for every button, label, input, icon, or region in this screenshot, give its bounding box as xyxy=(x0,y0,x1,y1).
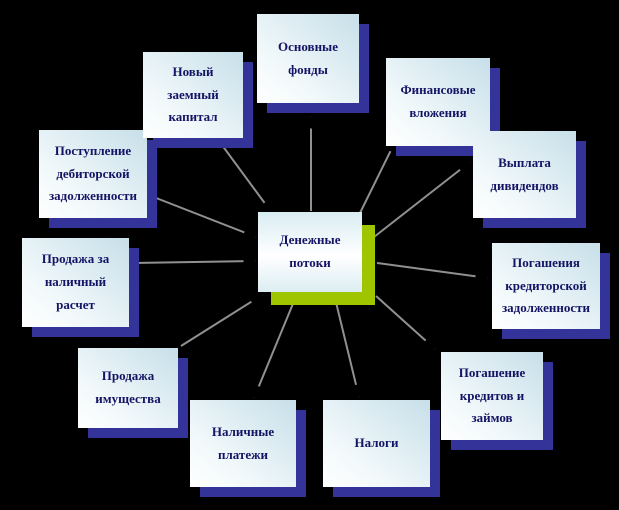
arrow-postuplenie-debitorskoy-to-center xyxy=(150,195,258,239)
arrow-center-to-pogashenie-kreditov xyxy=(375,295,437,350)
node-prodazha-za-nalichnyy-raschet: Продажа за наличный расчет xyxy=(22,238,129,327)
node-label: Денежные потоки xyxy=(279,232,341,270)
arrow-center-to-pogasheniya-kreditorskoy xyxy=(376,262,490,284)
node-label: Основные фонды xyxy=(278,38,338,77)
arrow-center-to-finansovye-vlozheniya xyxy=(359,138,397,214)
arrow-prodazha-za-nalichnyy-to-center xyxy=(132,254,258,269)
arrow-center-to-nalogi xyxy=(333,293,363,399)
node-label: Поступление дебиторской задолженности xyxy=(48,142,138,204)
node-prodazha-imushchestva: Продажа имущества xyxy=(78,348,178,428)
node-label: Наличные платежи xyxy=(211,423,275,462)
node-pogasheniya-kreditorskoy-zadolzhennosti: Погашения кредиторской задолженности xyxy=(492,243,600,329)
node-vyplata-dividendov: Выплата дивидендов xyxy=(473,131,576,218)
arrow-center-to-nalichnye-platezhi xyxy=(252,293,298,400)
node-denezhnye-potoki: Денежные потоки xyxy=(258,212,362,292)
node-label: Финансовые вложения xyxy=(400,82,476,120)
node-osnovnye-fondy: Основные фонды xyxy=(257,14,359,103)
node-postuplenie-debitorskoy-zadolzhennosti: Поступление дебиторской задолженности xyxy=(39,130,147,218)
node-label: Новый заемный капитал xyxy=(167,63,219,125)
node-finansovye-vlozheniya: Финансовые вложения xyxy=(386,58,490,146)
arrow-center-to-vyplata-dividendov xyxy=(364,161,472,245)
node-pogashenie-kreditov-i-zaymov: Погашение кредитов и займов xyxy=(441,352,543,440)
arrow-prodazha-imushchestva-to-center xyxy=(180,294,264,347)
node-label: Погашение кредитов и займов xyxy=(458,364,526,426)
node-novyy-zaemnyy-kapital: Новый заемный капитал xyxy=(143,52,243,138)
node-nalogi: Налоги xyxy=(323,400,430,487)
node-nalichnye-platezhi: Наличные платежи xyxy=(190,400,296,487)
node-label: Продажа имущества xyxy=(95,368,161,406)
node-label: Продажа за наличный расчет xyxy=(41,251,110,312)
arrow-novyy-zaemnyy-kapital-to-center xyxy=(218,140,273,215)
node-label: Погашения кредиторской задолженности xyxy=(501,254,591,316)
node-label: Выплата дивидендов xyxy=(490,154,559,193)
node-label: Налоги xyxy=(354,435,399,451)
